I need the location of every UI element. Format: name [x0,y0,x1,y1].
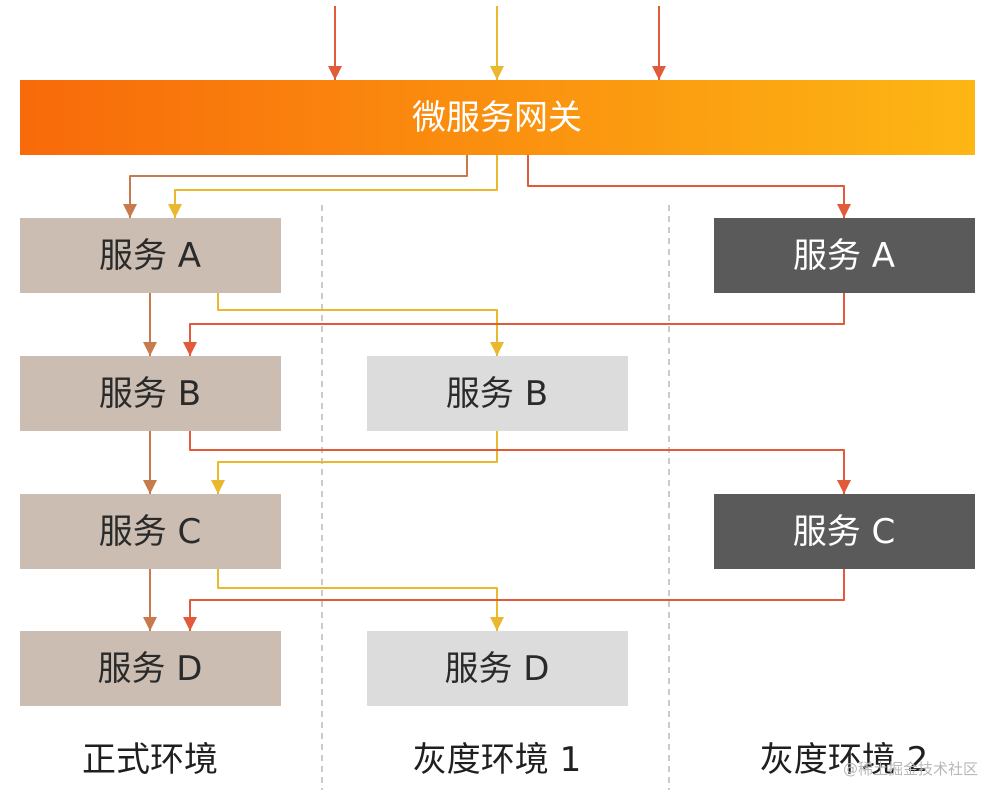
gw-to-prod-a-brown [129,155,468,218]
prod-service-b-label: 服务 B [99,374,201,414]
prod-service-d-box [20,631,281,706]
gray1-service-b-label: 服务 B [446,374,548,414]
gateway-bar [20,80,975,155]
gray2-env-label: 灰度环境 2 [760,740,928,780]
gw-to-gray2-a-head [837,204,851,218]
gray2-service-a-label: 服务 A [793,236,895,276]
prod-b-to-prod-c-head [143,480,157,494]
watermark-text: @稀土掘金技术社区 [843,760,978,778]
prod-a-to-prod-b-head [143,342,157,356]
gray1-b-to-prod-c-head [211,480,225,494]
production-env-label: 正式环境 [82,740,218,780]
gray1-service-b-box [367,356,628,431]
gw-to-prod-a-brown-head [123,204,137,218]
gray2-service-c-label: 服务 C [793,512,896,552]
prod-service-c-label: 服务 C [99,512,202,552]
gray2-c-to-prod-d [189,569,845,631]
prod-a-to-gray1-b-head [490,342,504,356]
prod-c-to-prod-d-head [143,617,157,631]
prod-b-to-gray2-c [189,431,845,494]
gray2-service-c-box [714,494,975,569]
gray2-c-to-prod-d-head [183,617,197,631]
prod-c-to-gray1-d [217,569,498,631]
incoming-arrow-3-head [652,66,666,80]
gw-to-prod-a-yellow-head [168,204,182,218]
gray1-service-d-label: 服务 D [445,649,550,689]
gray1-service-d-box [367,631,628,706]
gray2-a-to-prod-b-head [183,342,197,356]
traffic-arrows [123,6,851,631]
gw-to-gray2-a [527,155,845,218]
gw-to-prod-a-yellow [174,155,498,218]
prod-service-b-box [20,356,281,431]
prod-service-d-label: 服务 D [98,649,203,689]
incoming-arrow-1-head [328,66,342,80]
gray2-service-a-box [714,218,975,293]
prod-service-c-box [20,494,281,569]
prod-service-a-box [20,218,281,293]
gray1-b-to-prod-c [217,431,498,494]
gray1-env-label: 灰度环境 1 [413,740,581,780]
prod-a-to-gray1-b [217,293,498,356]
prod-b-to-gray2-c-head [837,480,851,494]
prod-service-a-label: 服务 A [99,236,201,276]
incoming-arrow-2-head [490,66,504,80]
prod-c-to-gray1-d-head [490,617,504,631]
gateway-label: 微服务网关 [412,98,582,138]
gray2-a-to-prod-b [189,293,845,356]
